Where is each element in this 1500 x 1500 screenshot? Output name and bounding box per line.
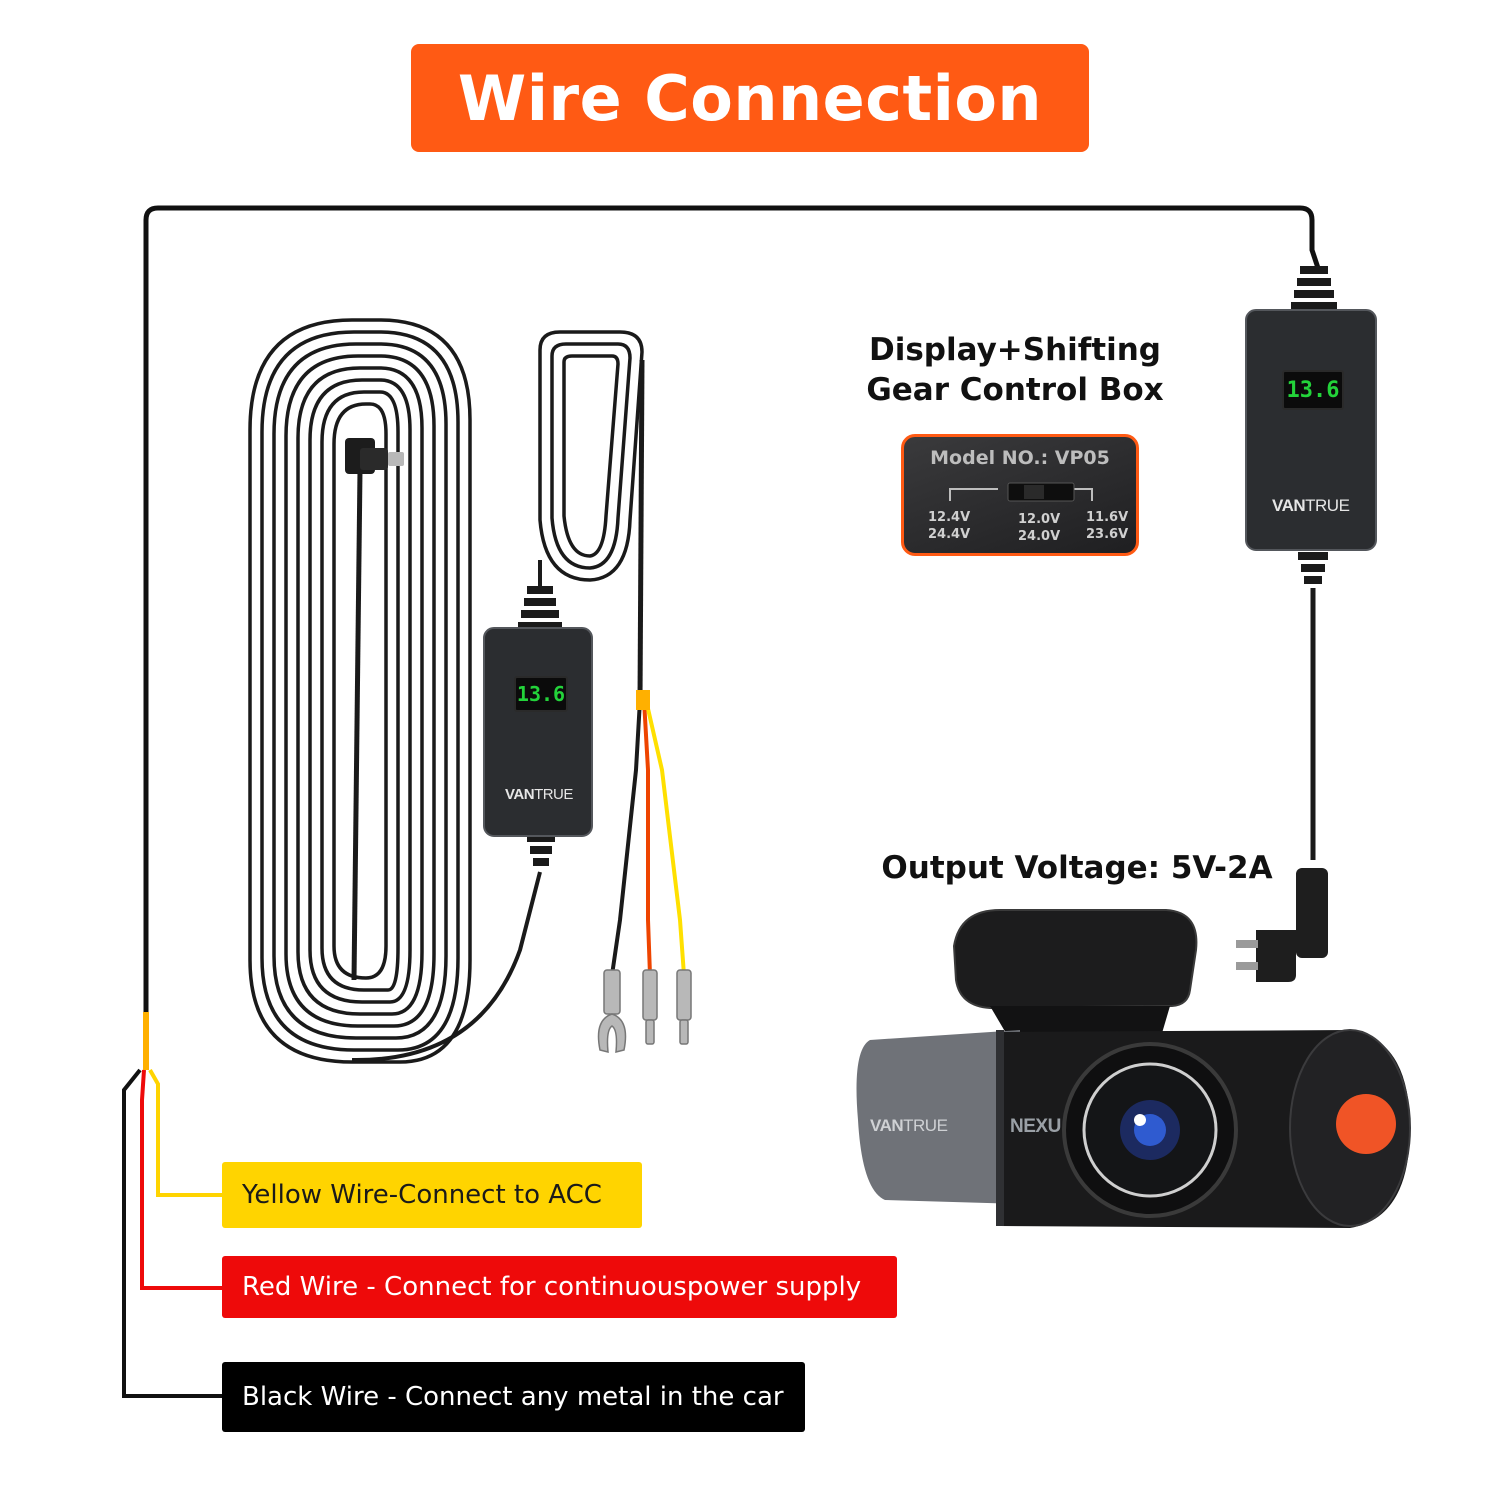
harness-red [642, 699, 652, 976]
control-box-heading-line1: Display+Shifting [869, 332, 1161, 368]
control-box-heading-line2: Gear Control Box [866, 372, 1164, 408]
gear-mid-24v: 24.0V [1018, 529, 1061, 544]
gear-right-12v: 11.6V [1086, 510, 1129, 525]
voltage-display-right: 13.6 [1282, 370, 1344, 410]
black-wire [122, 1068, 222, 1398]
black-wire-label: Black Wire - Connect any metal in the ca… [222, 1362, 805, 1432]
bullet-terminal-red [642, 969, 658, 1045]
camera-brand: VANTRUE [870, 1116, 948, 1136]
model-number: Model NO.: VP05 [930, 447, 1110, 469]
coiled-cable [248, 318, 472, 1064]
yellow-wire [148, 1069, 222, 1197]
brand-bold: VAN [1272, 496, 1306, 515]
control-box-heading: Display+Shifting Gear Control Box [860, 330, 1170, 410]
usb-c-connector-right [1236, 868, 1328, 982]
red-wire [140, 1069, 222, 1290]
camera-brand-bold: VAN [870, 1116, 904, 1135]
gear-left-24v: 24.4V [928, 527, 971, 542]
usb-c-connector-left [345, 438, 404, 474]
strain-relief-right-top [1291, 266, 1337, 310]
brand-thin: TRUE [1305, 496, 1350, 515]
red-wire-label-text: Red Wire - Connect for continuouspower s… [242, 1272, 862, 1302]
title-banner: Wire Connection [411, 44, 1089, 152]
bullet-terminal-yellow [676, 969, 692, 1045]
small-coil [538, 330, 644, 582]
harness-yellow [644, 699, 686, 976]
brand-thin: TRUE [534, 786, 573, 803]
output-voltage-label: Output Voltage: 5V-2A [881, 850, 1273, 886]
gear-left-12v: 12.4V [928, 510, 971, 525]
gear-right-24v: 23.6V [1086, 527, 1129, 542]
gear-mid-12v: 12.0V [1018, 512, 1061, 527]
brand-logo-right: VANTRUE [1272, 496, 1350, 516]
black-wire-label-text: Black Wire - Connect any metal in the ca… [242, 1382, 784, 1412]
red-wire-label: Red Wire - Connect for continuouspower s… [222, 1256, 897, 1318]
brand-logo-left: VANTRUE [505, 786, 573, 803]
control-box-left [483, 627, 593, 837]
voltage-display-left: 13.6 [514, 676, 568, 712]
control-box-right [1245, 309, 1377, 551]
page-title: Wire Connection [457, 61, 1043, 135]
strain-relief-left-bottom [527, 834, 555, 866]
dash-camera [856, 909, 1411, 1228]
harness-black [610, 699, 642, 976]
brand-bold: VAN [505, 786, 535, 803]
camera-model-text: NEXU [1010, 1116, 1061, 1137]
gear-switch [949, 482, 1093, 502]
model-plate: Model NO.: VP05 12.4V 24.4V 12.0V 24.0V … [901, 434, 1139, 556]
yellow-wire-label: Yellow Wire-Connect to ACC [222, 1162, 642, 1228]
camera-brand-thin: TRUE [903, 1116, 948, 1135]
strain-relief-left-top [518, 586, 562, 630]
hardwire-cable [143, 205, 1321, 1012]
fork-terminal [597, 969, 627, 1053]
yellow-wire-label-text: Yellow Wire-Connect to ACC [242, 1180, 602, 1210]
strain-relief-right-bottom [1298, 552, 1328, 584]
